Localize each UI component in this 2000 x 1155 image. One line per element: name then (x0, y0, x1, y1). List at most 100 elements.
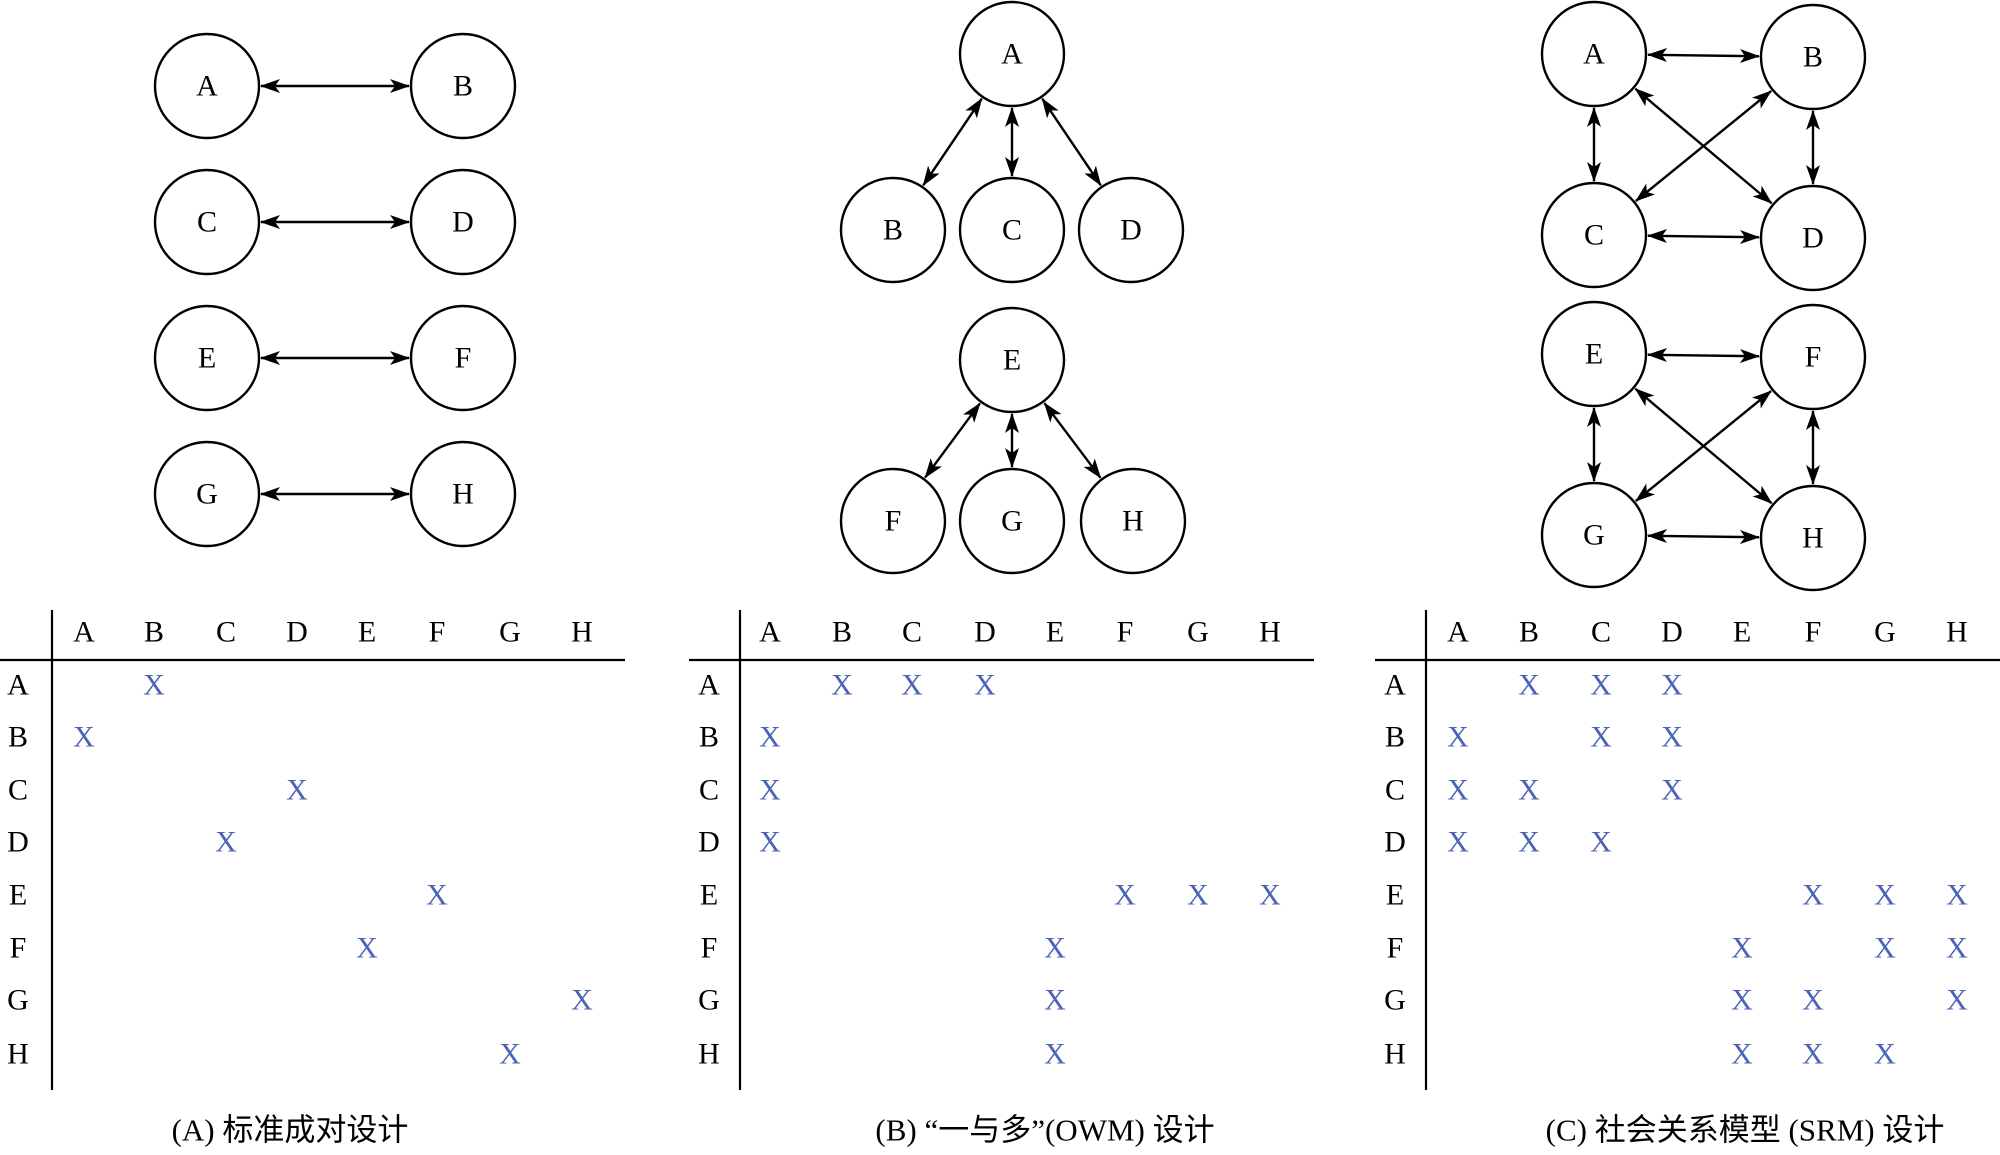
column-header-f: F (1117, 616, 1134, 649)
node-circle (1540, 0, 1648, 108)
matrix-mark-e-f: X (1802, 879, 1824, 912)
row-header-d: D (1384, 826, 1406, 859)
column-header-c: C (1591, 616, 1611, 649)
matrix-mark-e-h: X (1259, 879, 1281, 912)
node-label: G (1001, 505, 1023, 538)
node-h: H (1079, 467, 1187, 575)
column-header-d: D (974, 616, 996, 649)
node-circle (409, 32, 517, 140)
column-header-d: D (286, 616, 308, 649)
row-header-a: A (7, 669, 29, 702)
row-header-d: D (698, 826, 720, 859)
node-label: E (198, 342, 216, 375)
matrix-mark-d-a: X (1447, 826, 1469, 859)
row-header-a: A (1384, 669, 1406, 702)
row-header-b: B (8, 721, 28, 754)
matrix-mark-b-a: X (73, 721, 95, 754)
node-b: B (839, 176, 947, 284)
node-circle (1759, 303, 1867, 411)
node-circle (1540, 481, 1648, 589)
matrix-mark-d-a: X (759, 826, 781, 859)
node-f: F (839, 467, 947, 575)
node-d: D (1077, 176, 1185, 284)
matrix-mark-h-f: X (1802, 1038, 1824, 1071)
row-header-e: E (9, 879, 27, 912)
node-label: H (1802, 522, 1824, 555)
row-header-h: H (698, 1038, 720, 1071)
node-circle (958, 306, 1066, 414)
node-h: H (1759, 484, 1867, 592)
row-header-c: C (1385, 774, 1405, 807)
column-header-h: H (1259, 616, 1281, 649)
matrix-mark-a-b: X (831, 669, 853, 702)
node-circle (153, 32, 261, 140)
matrix-mark-h-g: X (499, 1038, 521, 1071)
column-header-f: F (1805, 616, 1822, 649)
panel-caption: (C) 社会关系模型 (SRM) 设计 (1546, 1113, 1945, 1148)
edge-e-h (1043, 402, 1102, 479)
matrix-mark-a-b: X (143, 669, 165, 702)
column-header-e: E (358, 616, 376, 649)
row-header-g: G (698, 984, 720, 1017)
matrix-mark-f-e: X (1044, 932, 1066, 965)
node-circle (1079, 467, 1187, 575)
matrix-mark-h-g: X (1874, 1038, 1896, 1071)
node-d: D (409, 168, 517, 276)
node-label: G (196, 478, 218, 511)
column-header-g: G (499, 616, 521, 649)
edge-a-b (922, 97, 983, 187)
node-label: B (453, 70, 473, 103)
matrix-mark-c-a: X (759, 774, 781, 807)
matrix-mark-c-a: X (1447, 774, 1469, 807)
node-label: A (196, 70, 218, 103)
matrix-mark-h-e: X (1731, 1038, 1753, 1071)
row-header-b: B (1385, 721, 1405, 754)
matrix-mark-b-a: X (759, 721, 781, 754)
column-header-h: H (1946, 616, 1968, 649)
node-circle (839, 176, 947, 284)
node-circle (153, 168, 261, 276)
matrix-mark-f-e: X (356, 932, 378, 965)
column-header-b: B (832, 616, 852, 649)
matrix-mark-d-c: X (215, 826, 237, 859)
matrix-mark-b-d: X (1661, 721, 1683, 754)
node-b: B (409, 32, 517, 140)
matrix-mark-e-f: X (1114, 879, 1136, 912)
node-circle (153, 304, 261, 412)
row-header-h: H (1384, 1038, 1406, 1071)
matrix-mark-b-a: X (1447, 721, 1469, 754)
node-label: E (1003, 344, 1021, 377)
panel-caption: (A) 标准成对设计 (172, 1113, 409, 1148)
node-f: F (1759, 303, 1867, 411)
column-header-c: C (216, 616, 236, 649)
node-c: C (1540, 181, 1648, 289)
node-g: G (153, 440, 261, 548)
node-a: A (153, 32, 261, 140)
matrix-mark-h-e: X (1044, 1038, 1066, 1071)
node-label: D (1120, 214, 1142, 247)
column-header-f: F (429, 616, 446, 649)
row-header-c: C (8, 774, 28, 807)
node-circle (409, 168, 517, 276)
node-circle (1077, 176, 1185, 284)
column-header-a: A (1447, 616, 1469, 649)
node-circle (958, 467, 1066, 575)
matrix-mark-c-d: X (286, 774, 308, 807)
